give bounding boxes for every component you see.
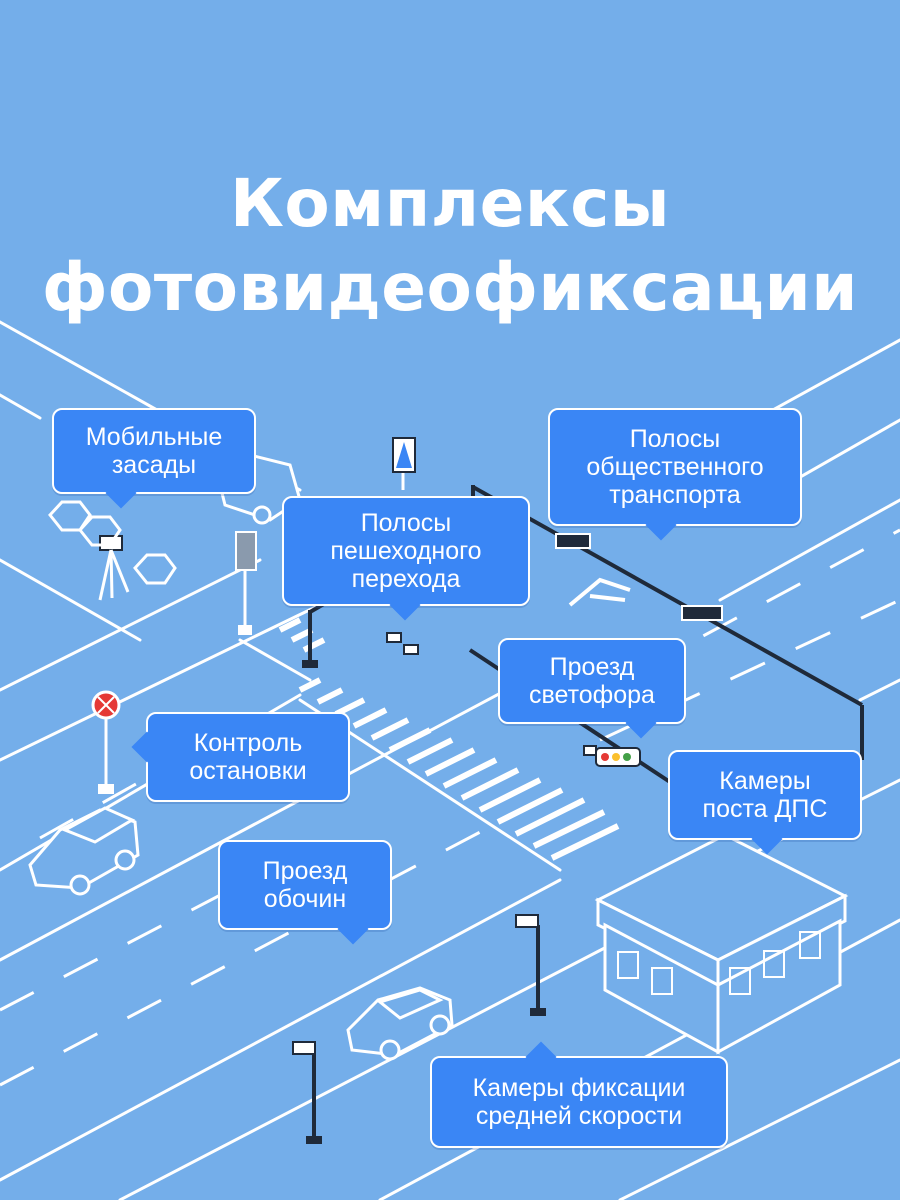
zebra-crossing xyxy=(278,617,620,861)
callout-stop-control: Контроль остановки xyxy=(131,712,350,802)
callout-pedestrian-crossing: Полосы пешеходного перехода xyxy=(282,496,530,621)
dps-building xyxy=(594,833,849,1055)
callout-shoulder-text: Проезд обочин xyxy=(262,857,348,913)
title-line-2: фотовидеофиксации xyxy=(42,249,858,326)
bushes xyxy=(48,500,177,585)
title-line-1: Комплексы xyxy=(229,165,671,242)
callout-dps-cameras: Камеры поста ДПС xyxy=(668,750,862,855)
tripod xyxy=(98,549,130,601)
callout-public-transport: Полосы общественного транспорта xyxy=(548,408,802,541)
traffic-light xyxy=(595,747,641,767)
callout-average-speed-text: Камеры фиксации средней скорости xyxy=(472,1074,686,1130)
building-windows xyxy=(617,931,821,995)
callout-shoulder: Проезд обочин xyxy=(218,840,392,945)
callout-mobile-ambush-text: Мобильные засады xyxy=(85,423,223,479)
cameras xyxy=(99,535,597,1055)
callout-traffic-light: Проезд светофора xyxy=(498,638,686,739)
lane-signals xyxy=(555,533,723,621)
callout-pedestrian-crossing-text: Полосы пешеходного перехода xyxy=(330,509,482,593)
callout-mobile-ambush: Мобильные засады xyxy=(52,408,256,509)
page-title: Комплексы фотовидеофиксации xyxy=(0,162,900,330)
callout-average-speed: Камеры фиксации средней скорости xyxy=(430,1041,728,1148)
callout-public-transport-text: Полосы общественного транспорта xyxy=(586,425,764,509)
signs xyxy=(91,437,416,794)
callout-dps-cameras-text: Камеры поста ДПС xyxy=(702,767,828,823)
road-arrow xyxy=(568,577,631,607)
callout-traffic-light-text: Проезд светофора xyxy=(529,653,655,709)
car-bottom xyxy=(346,986,454,1061)
pole-bases xyxy=(302,660,546,1144)
callout-stop-control-text: Контроль остановки xyxy=(189,729,307,785)
car-left xyxy=(28,806,140,896)
